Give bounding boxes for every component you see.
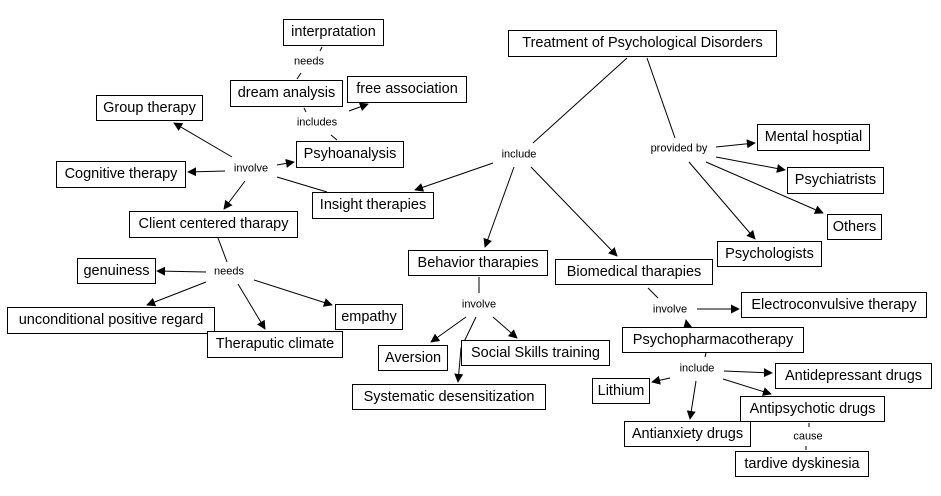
node-tardive-dyskinesia[interactable]: tardive dyskinesia bbox=[735, 451, 869, 477]
edge-providedby-psychologists bbox=[688, 161, 756, 240]
node-others[interactable]: Others bbox=[827, 214, 882, 240]
node-mental-hospital[interactable]: Mental hosptial bbox=[757, 124, 870, 151]
edge-include-biomedical bbox=[530, 166, 618, 257]
node-interpretation[interactable]: interpratation bbox=[283, 19, 384, 46]
node-psychoanalysis[interactable]: Psyhoanalysis bbox=[296, 141, 404, 168]
node-therapeutic-climate[interactable]: Theraputic climate bbox=[207, 331, 343, 358]
edge-involve-group bbox=[173, 122, 233, 158]
edge-needs-climate bbox=[237, 283, 266, 330]
node-behavior-therapies[interactable]: Behavior tharapies bbox=[408, 250, 548, 276]
link-label-provided-by: provided by bbox=[649, 142, 709, 156]
node-cognitive-therapy[interactable]: Cognitive therapy bbox=[56, 161, 186, 188]
edge-include-antianxiety bbox=[686, 380, 697, 420]
edge-psycho-includes bbox=[330, 134, 338, 141]
node-unconditional-positive-regard[interactable]: unconditional positive regard bbox=[7, 307, 215, 334]
node-genuiness[interactable]: genuiness bbox=[77, 258, 156, 284]
edge-involve-psychopharm bbox=[683, 319, 693, 329]
link-label-include-drugs: include bbox=[678, 362, 716, 376]
node-psychiatrists[interactable]: Psychiatrists bbox=[787, 167, 884, 194]
edge-involve-systematic-2 bbox=[454, 347, 464, 383]
node-aversion[interactable]: Aversion bbox=[378, 345, 448, 371]
edge-needs-genuiness bbox=[156, 266, 207, 276]
node-group-therapy[interactable]: Group therapy bbox=[96, 95, 203, 121]
edge-include-antipsychotic bbox=[722, 378, 772, 396]
link-label-includes: includes bbox=[295, 116, 339, 130]
edge-includes-free bbox=[348, 102, 369, 112]
node-psychologists[interactable]: Psychologists bbox=[717, 241, 822, 267]
node-psychopharmacotherapy[interactable]: Psychopharmacotherapy bbox=[622, 327, 804, 353]
edge-include-behavior bbox=[483, 166, 515, 248]
link-label-cause: cause bbox=[792, 430, 824, 444]
link-label-needs-dream: needs bbox=[293, 55, 325, 69]
node-antipsychotic[interactable]: Antipsychotic drugs bbox=[740, 396, 885, 422]
edge-include-insight bbox=[414, 162, 494, 192]
edge-providedby-hospital bbox=[715, 139, 756, 149]
edge-includes-dream bbox=[303, 107, 307, 113]
link-label-involve-insight: involve bbox=[232, 162, 270, 176]
edge-treatment-include bbox=[532, 57, 628, 144]
node-systematic-desensitization[interactable]: Systematic desensitization bbox=[352, 384, 546, 410]
edge-treatment-providedby bbox=[646, 57, 676, 139]
edge-involve-client bbox=[223, 180, 246, 210]
node-free-association[interactable]: free association bbox=[347, 76, 467, 103]
node-empathy[interactable]: empathy bbox=[335, 304, 403, 330]
edge-providedby-psychiatrists bbox=[715, 156, 786, 173]
edge-include-lithium bbox=[651, 375, 671, 385]
node-social-skills[interactable]: Social Skills training bbox=[461, 340, 610, 366]
link-label-include: include bbox=[500, 148, 538, 162]
node-biomedical-therapies[interactable]: Biomedical tharapies bbox=[555, 259, 713, 285]
edge-client-needs bbox=[217, 237, 228, 263]
link-label-involve-behavior: involve bbox=[460, 298, 498, 312]
edge-providedby-others bbox=[705, 161, 824, 214]
node-treatment[interactable]: Treatment of Psychological Disorders bbox=[508, 30, 777, 57]
edge-involve-cognitive bbox=[187, 167, 226, 177]
node-electroconvulsive[interactable]: Electroconvulsive therapy bbox=[741, 292, 927, 318]
node-lithium[interactable]: Lithium bbox=[592, 378, 650, 404]
node-antidepressant[interactable]: Antidepressant drugs bbox=[775, 363, 932, 389]
edge-insight-involve bbox=[276, 176, 328, 193]
node-insight-therapies[interactable]: Insight therapies bbox=[312, 192, 434, 219]
edge-include-antidepressant bbox=[723, 368, 773, 378]
edge-biomedical-involve bbox=[647, 287, 659, 299]
node-antianxiety[interactable]: Antianxiety drugs bbox=[624, 421, 751, 447]
edge-needs-empathy bbox=[253, 279, 333, 307]
edge-involve-aversion bbox=[430, 316, 467, 343]
edge-involve-social bbox=[492, 316, 518, 339]
node-client-centered[interactable]: Client centered tharapy bbox=[129, 211, 298, 238]
node-dream-analysis[interactable]: dream analysis bbox=[230, 80, 343, 107]
link-label-needs-client: needs bbox=[213, 265, 245, 279]
edge-dream-needs bbox=[296, 72, 302, 80]
edge-psychopharm-include bbox=[704, 352, 707, 358]
edge-needs-interp bbox=[319, 46, 323, 52]
edge-involve-psychoanalysis bbox=[276, 158, 295, 168]
link-label-involve-biomedical: involve bbox=[651, 303, 689, 317]
edge-needs-upr bbox=[146, 281, 207, 307]
